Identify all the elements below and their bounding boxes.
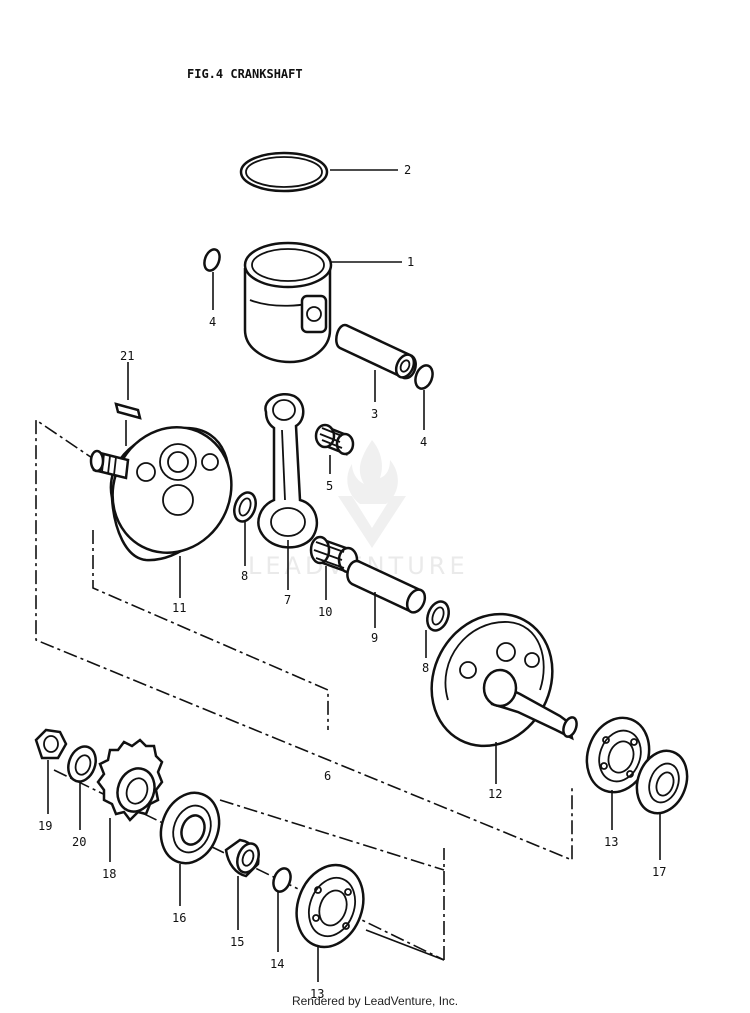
bearing-lower[interactable] <box>286 856 375 957</box>
thrust-washer-right[interactable] <box>423 598 452 633</box>
callout-4-upper: 4 <box>209 315 216 329</box>
callout-19: 19 <box>38 819 52 833</box>
primary-drive-gear[interactable] <box>96 738 164 822</box>
callout-5: 5 <box>326 479 333 493</box>
spacer[interactable] <box>224 838 263 878</box>
callout-10: 10 <box>318 605 332 619</box>
nut[interactable] <box>34 728 68 760</box>
circlip-right[interactable] <box>412 363 435 391</box>
callout-8-left: 8 <box>241 569 248 583</box>
key[interactable] <box>114 402 142 420</box>
connecting-rod[interactable] <box>257 393 319 549</box>
callout-3: 3 <box>371 407 378 421</box>
callout-12: 12 <box>488 787 502 801</box>
callout-16: 16 <box>172 911 186 925</box>
washer[interactable] <box>64 743 101 786</box>
footer-credit: Rendered by LeadVenture, Inc. <box>291 994 459 1008</box>
needle-bearing-small-end[interactable] <box>314 423 355 456</box>
callout-13-right: 13 <box>604 835 618 849</box>
oil-seal-right[interactable] <box>629 744 696 821</box>
callout-9: 9 <box>371 631 378 645</box>
callout-7: 7 <box>284 593 291 607</box>
callout-4-right: 4 <box>420 435 427 449</box>
callout-17: 17 <box>652 865 666 879</box>
piston-pin[interactable] <box>335 323 417 380</box>
callout-8-right: 8 <box>422 661 429 675</box>
callouts: 2 1 4 3 4 5 21 8 7 10 9 11 8 6 12 13 17 … <box>38 163 666 1001</box>
crank-pin[interactable] <box>346 559 428 615</box>
crank-web-left[interactable] <box>89 406 254 573</box>
callout-15: 15 <box>230 935 244 949</box>
figure-title: FIG.4 CRANKSHAFT <box>187 67 303 81</box>
o-ring[interactable] <box>270 866 293 894</box>
callout-20: 20 <box>72 835 86 849</box>
thrust-washer-left[interactable] <box>230 489 259 524</box>
assembly-group-lines <box>35 418 573 961</box>
callout-13-lower: 13 <box>310 987 324 1001</box>
callout-18: 18 <box>102 867 116 881</box>
piston-ring[interactable] <box>239 151 329 193</box>
callout-21: 21 <box>120 349 134 363</box>
piston[interactable] <box>243 241 333 364</box>
oil-seal[interactable] <box>151 785 228 872</box>
crank-web-right[interactable] <box>409 593 579 768</box>
callout-14: 14 <box>270 957 284 971</box>
callout-6: 6 <box>324 769 331 783</box>
leader-lines <box>47 169 661 982</box>
watermark-v-icon <box>338 496 406 548</box>
watermark-flame-icon <box>347 440 398 504</box>
callout-2: 2 <box>404 163 411 177</box>
callout-11: 11 <box>172 601 186 615</box>
callout-1: 1 <box>407 255 414 269</box>
circlip-upper[interactable] <box>202 247 223 272</box>
